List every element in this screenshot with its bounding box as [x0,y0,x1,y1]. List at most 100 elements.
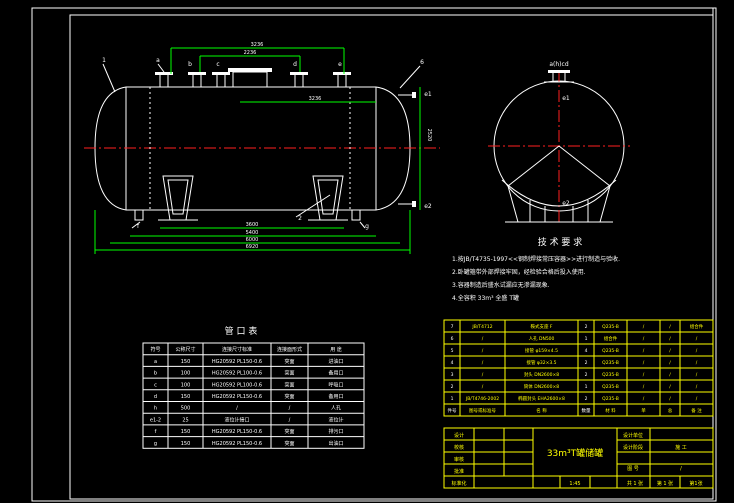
end-view-e1: e1 [562,95,570,102]
tb-drawing-no: 图 号 [627,466,639,472]
parts-cell: / [669,384,671,390]
parts-cell: / [696,372,698,378]
nozzle-cell: a [154,359,157,365]
dim-upper: 2236 [244,50,257,56]
nozzle-cell: 500 [181,406,191,412]
tb-reviewed: 审核 [454,456,464,463]
nozzle-table-title: 管 口 表 [225,325,258,337]
parts-cell: / [696,396,698,402]
nozzle-cell: 100 [181,382,191,388]
parts-header-cell: 图号或标准号 [469,407,496,414]
nozzle-cell: 液位计 [328,416,343,423]
parts-cell: 5 [451,348,454,354]
parts-header-cell: 单 [641,407,646,414]
nozzle-cell: HG20592 PL150-0.6 [212,441,262,447]
parts-cell: JB/T4712 [471,324,492,330]
parts-cell: 3 [451,372,454,378]
parts-cell: Q235-B [602,348,619,354]
parts-cell: 接管 φ159×4.5 [525,347,558,354]
tb-stage: 施 工 [675,444,687,451]
parts-cell: / [669,396,671,402]
tb-standard: 标准化 [451,480,466,487]
saddle-right [312,175,344,221]
parts-cell: Q235-B [602,324,619,330]
parts-cell: / [696,348,698,354]
nozzle-cell: 突面 [284,358,294,365]
side-view-labels: 1 a b c d e 6 2 f g e1 e2 [102,57,432,230]
tech-item-2: 2.卧罐箍带外部焊接牢固，经检验合格后投入使用. [452,268,586,276]
end-view-labels: a(h)cd e1 e2 [549,61,570,207]
parts-cell: / [669,324,671,330]
parts-cell: / [643,324,645,330]
tech-item-1: 1.按JB/T4735-1997<<钢制焊接常压容器>>进行制造与验收. [452,255,620,263]
inner-frame [69,14,714,500]
nozzle-cell: 进油口 [328,358,343,365]
nozzle-cell: / [289,417,291,423]
part-label-1: 1 [102,57,106,64]
nozzle-cell: 液位计接口 [224,416,249,423]
nozzle-cell: 突面 [284,428,294,435]
tech-title: 技 术 要 求 [538,236,583,248]
nozzle-cell: HG20592 PL150-0.6 [212,359,262,365]
tb-drawing-title: 33m³T罐储罐 [547,447,603,459]
tb-design-unit: 设计单位 [623,432,643,439]
parts-header-cell: 总 [668,407,673,414]
side-view [84,63,440,229]
parts-cell: 椭圆封头 EHA2600×8 [518,395,565,402]
nozzle-label-d: d [293,61,297,68]
part-label-6: 6 [420,59,424,66]
tb-approved: 批准 [454,468,464,475]
nozzle-cell: 25 [182,417,188,423]
nozzle-label-a: a [156,57,160,64]
nozzle-label-b: b [188,61,192,68]
tb-scale: 1:45 [569,481,580,487]
parts-cell: 2 [585,372,588,378]
nozzle-header-cell: 连接面形式 [277,346,302,353]
parts-header-cell: 备 注 [691,407,702,414]
nozzle-cell: g [154,441,157,447]
parts-cell: / [643,336,645,342]
tb-company-label: 设计阶段 [623,444,643,451]
nozzle-cell: b [154,371,157,377]
parts-list-grid [443,319,714,417]
parts-cell: / [669,360,671,366]
nozzle-label-c: c [216,61,219,68]
parts-cell: / [482,336,484,342]
parts-cell: Q235-B [602,372,619,378]
nozzle-cell: e1-2 [150,417,161,423]
nozzle-header-cell: 公称尺寸 [175,346,195,353]
nozzle-cell: 呼吸口 [328,381,343,388]
parts-cell: / [669,372,671,378]
dim-shell: 5400 [246,230,259,236]
nozzle-cell: h [154,406,157,412]
nozzle-header-cell: 符号 [150,346,160,353]
nozzle-cell: 备用口 [328,370,343,377]
nozzle-cell: / [289,406,291,412]
parts-cell: / [643,360,645,366]
tech-item-4: 4.全容积 33m³ 全盛 T罐 [452,294,519,302]
parts-cell: 1 [585,336,588,342]
parts-header-cell: 材 料 [605,407,616,414]
parts-cell: / [696,336,698,342]
parts-cell: / [696,384,698,390]
parts-cell: 7 [451,324,454,330]
parts-header-cell: 件号 [448,407,457,414]
parts-cell: / [482,372,484,378]
tb-sheet-no: 第1张 [689,480,702,487]
dim-overall2: 6920 [246,244,259,250]
tb-drawing-no-value: / [680,466,682,472]
parts-cell: / [643,348,645,354]
nozzle-cell: HG20592 PL100-0.6 [212,371,262,377]
nozzle-cell: 150 [181,359,191,365]
title-block: 设计 校核 审核 批准 标准化 设计单位 设计阶段 施 工 图 号 / 1:45… [443,427,714,489]
parts-cell: / [482,360,484,366]
parts-cell: / [669,336,671,342]
parts-cell: / [482,348,484,354]
nozzle-cell: d [154,394,157,400]
nozzle-cell: HG20592 PL100-0.6 [212,382,262,388]
parts-cell: Q235-B [602,360,619,366]
parts-cell: 封头 DN2600×8 [524,371,559,378]
tb-checked: 校核 [454,444,464,451]
nozzle-cell: 出油口 [328,440,343,447]
